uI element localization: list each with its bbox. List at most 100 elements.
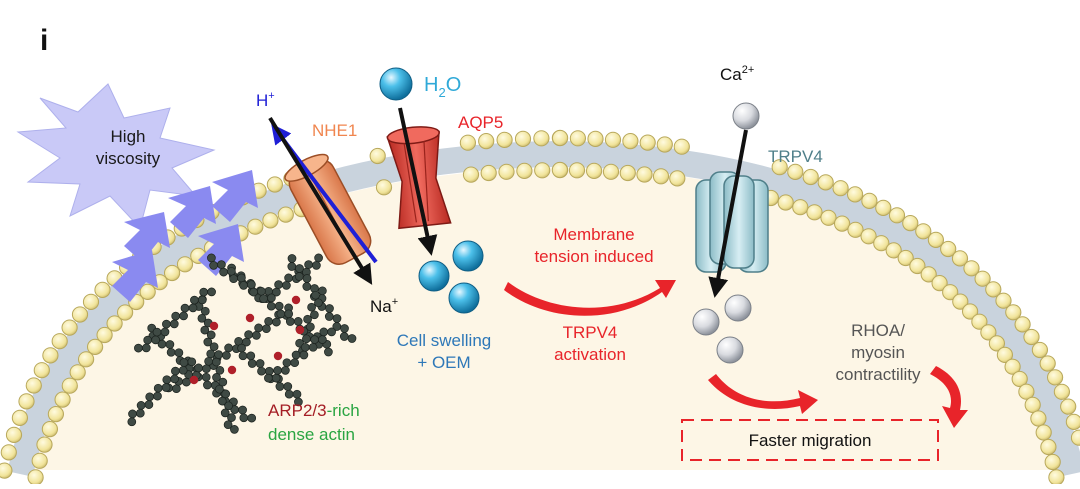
actin-monomer xyxy=(170,374,179,384)
actin-monomer xyxy=(207,253,216,263)
actin-monomer xyxy=(252,331,261,340)
actin-monomer xyxy=(207,287,216,297)
actin-monomer xyxy=(303,314,312,324)
actin-monomer xyxy=(194,363,203,373)
lipid-head xyxy=(962,303,979,320)
actin-monomer xyxy=(200,306,210,316)
actin-monomer xyxy=(160,327,170,337)
actin-monomer xyxy=(153,391,162,401)
actin-monomer xyxy=(174,348,184,358)
lipid-head xyxy=(1053,383,1071,400)
actin-monomer xyxy=(264,316,273,326)
lipid-head xyxy=(42,347,59,364)
na-plus-label: Na+ xyxy=(370,296,398,316)
lipid-head xyxy=(619,164,636,182)
lipid-head xyxy=(980,324,997,341)
lipid-head xyxy=(927,231,945,248)
lipid-head xyxy=(36,436,53,453)
lipid-head xyxy=(777,194,794,211)
faster-migration-box xyxy=(681,419,939,461)
lipid-head xyxy=(636,166,653,183)
actin-monomer xyxy=(227,413,236,422)
calcium-to-migration-arrow xyxy=(708,374,818,414)
lipid-head xyxy=(1031,341,1049,359)
aqp5-channel xyxy=(386,126,452,230)
calcium-influx-arrow xyxy=(708,129,748,298)
lipid-head xyxy=(586,162,603,179)
actin-monomer xyxy=(262,324,271,334)
contractility-to-migration-arrow xyxy=(930,366,968,428)
lipid-head xyxy=(462,166,480,183)
actin-monomer xyxy=(257,286,266,296)
actin-monomer xyxy=(276,309,286,319)
actin-monomer xyxy=(249,287,258,297)
arp23-complex xyxy=(295,325,305,335)
actin-monomer xyxy=(162,319,171,329)
actin-monomer xyxy=(274,301,284,311)
push-arrow xyxy=(168,186,216,238)
na-plus-influx-arrow xyxy=(268,116,373,285)
actin-monomer xyxy=(310,310,319,320)
lipid-head xyxy=(496,131,513,148)
lipid-head xyxy=(117,304,134,321)
actin-monomer xyxy=(179,358,189,367)
faster-migration-label: Faster migration xyxy=(749,431,872,450)
actin-monomer xyxy=(178,365,188,375)
lipid-head xyxy=(931,275,948,292)
lipid-head xyxy=(587,130,604,147)
lipid-head xyxy=(639,134,656,151)
lipid-head xyxy=(652,168,670,185)
actin-monomer xyxy=(347,334,357,343)
lipid-head xyxy=(897,249,914,267)
actin-monomer xyxy=(166,347,176,357)
lipid-head xyxy=(802,168,819,186)
calcium-ion xyxy=(692,308,720,336)
actin-monomer xyxy=(209,261,218,270)
h-plus-label: H+ xyxy=(256,90,275,110)
actin-monomer xyxy=(340,324,349,333)
actin-monomer xyxy=(318,286,327,296)
actin-monomer xyxy=(307,302,316,312)
cell-swelling-line1: Cell swelling xyxy=(397,331,491,350)
lipid-head xyxy=(669,170,686,187)
actin-monomer xyxy=(202,364,211,374)
lipid-head xyxy=(963,260,980,277)
actin-monomer xyxy=(206,330,216,340)
lipid-head xyxy=(915,223,932,240)
actin-monomer xyxy=(302,282,312,291)
lipid-head xyxy=(806,204,823,221)
actin-monomer xyxy=(128,409,137,419)
actin-monomer xyxy=(292,389,302,399)
arp23-complex xyxy=(227,365,237,375)
lipid-head xyxy=(164,264,181,282)
dense-actin-label: dense actin xyxy=(268,425,355,444)
actin-monomer xyxy=(187,357,197,367)
actin-monomer xyxy=(274,280,283,289)
lipid-head xyxy=(792,199,809,216)
lipid-head xyxy=(1023,328,1040,346)
lipid-head xyxy=(974,270,991,287)
lipid-head xyxy=(847,221,864,238)
lipid-head xyxy=(27,469,44,486)
actin-monomer xyxy=(291,350,301,360)
actin-monomer xyxy=(271,373,281,383)
actin-monomer xyxy=(282,358,292,368)
high-viscosity-burst xyxy=(16,83,216,230)
water-molecule xyxy=(379,67,413,101)
actin-monomer xyxy=(283,382,293,391)
actin-monomer xyxy=(284,389,294,399)
lipid-head xyxy=(552,129,569,147)
lipid-head xyxy=(1024,396,1041,413)
lipid-head xyxy=(551,161,569,179)
actin-monomer xyxy=(318,335,327,344)
push-arrow xyxy=(212,170,258,222)
lipid-head xyxy=(61,319,78,336)
lipid-head xyxy=(82,293,100,310)
actin-monomer xyxy=(272,317,281,327)
membrane-core xyxy=(7,140,1080,477)
actin-monomer xyxy=(143,335,153,345)
actin-monomer xyxy=(136,401,146,410)
actin-monomer xyxy=(246,351,256,361)
rhoa-line2: myosin xyxy=(851,343,905,362)
lipid-head xyxy=(569,130,587,147)
